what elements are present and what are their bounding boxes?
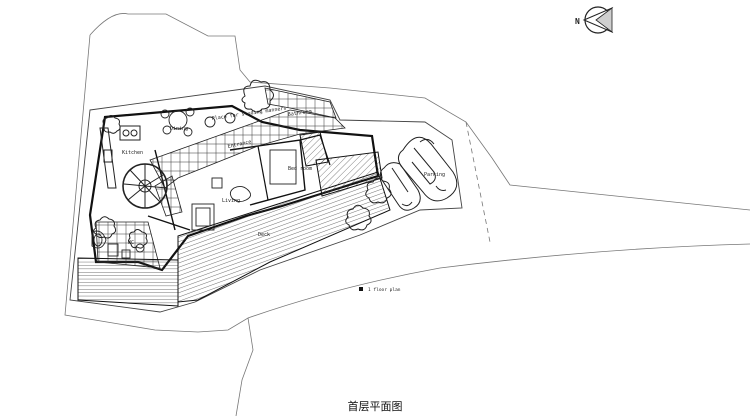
legend: 1 floor plan xyxy=(359,287,401,293)
tiled-corridor xyxy=(95,87,346,269)
label-bedroom: Bed room xyxy=(288,166,312,172)
bathroom-fixtures xyxy=(91,230,145,259)
label-wc: WC xyxy=(128,240,134,246)
spiral-stair xyxy=(122,163,168,209)
dining-table xyxy=(160,107,236,137)
label-parking: Parking xyxy=(424,172,445,178)
car-bottom xyxy=(379,162,421,211)
label-living: Living xyxy=(222,198,240,204)
site-boundary xyxy=(64,13,750,416)
legend-marker xyxy=(359,287,363,291)
label-deck: Deck xyxy=(258,232,270,238)
compass-letter: N xyxy=(575,17,580,26)
wooden-deck xyxy=(77,131,391,307)
car-top xyxy=(397,136,458,202)
north-arrow: N xyxy=(575,6,614,34)
plot-outline xyxy=(69,85,463,313)
plan-caption: 首层平面图 xyxy=(347,400,403,413)
label-dining: Dining xyxy=(170,126,188,132)
label-bathroom: Bathroom xyxy=(287,109,312,118)
kitchen-counter xyxy=(99,125,141,189)
label-entrance: Entrance xyxy=(227,139,252,150)
legend-label: 1 floor plan xyxy=(368,287,401,293)
living-furniture xyxy=(191,149,297,231)
label-kitchen: Kitchen xyxy=(122,150,143,156)
